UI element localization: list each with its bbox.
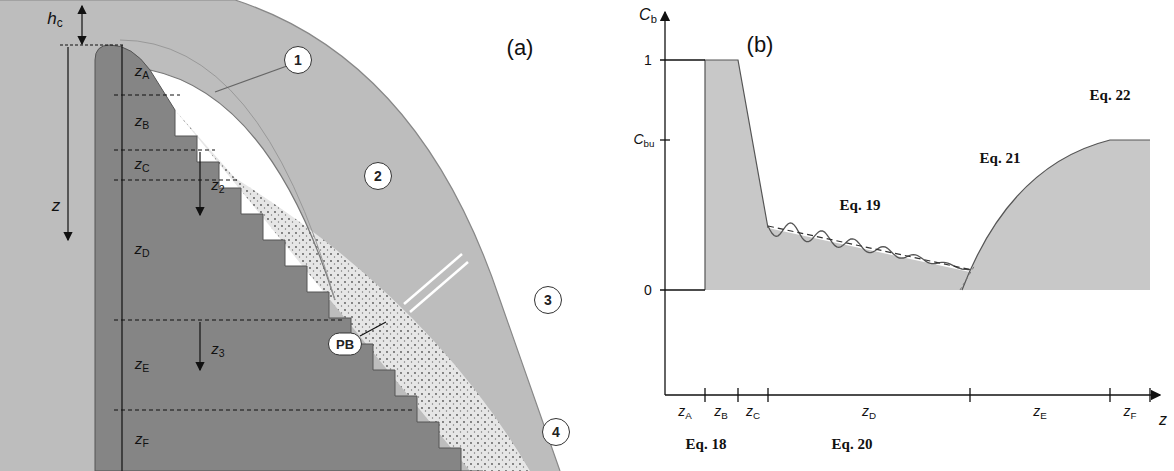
axis-label: z — [52, 197, 61, 214]
dimension-label: Cb — [639, 7, 657, 26]
extension-line — [960, 265, 975, 290]
dimension-label: zD — [134, 241, 149, 259]
dimension-label: zF — [1124, 404, 1137, 421]
axis-label: 0 — [644, 283, 652, 297]
dimension-label: zF — [135, 431, 149, 449]
dimension-label: zE — [135, 356, 150, 374]
dimension-arrow — [199, 152, 200, 215]
stepped-spillway — [95, 45, 483, 471]
callout-bubble: PB — [328, 333, 362, 356]
axis-tick — [737, 388, 738, 402]
dimension-label: z2 — [211, 177, 224, 195]
equation-label: Eq. 22 — [1090, 88, 1131, 103]
axis-tick — [1149, 388, 1150, 402]
leader-line — [360, 322, 386, 336]
equation-label: Eq. 18 — [686, 437, 727, 452]
dimension-tick — [114, 319, 345, 320]
axis-label: z — [1159, 412, 1167, 428]
axis-label: (b) — [747, 34, 774, 56]
concentration-area — [962, 140, 1150, 290]
section-line — [404, 254, 462, 304]
dimension-label: zC — [746, 404, 760, 421]
axis-tick — [660, 139, 670, 140]
axis-label: (a) — [507, 37, 534, 59]
y-axis — [664, 12, 665, 395]
callout-number: PB — [336, 337, 354, 352]
axis-tick — [660, 59, 705, 60]
dimension-label: zB — [135, 113, 150, 131]
callout-number: 1 — [294, 52, 302, 68]
dimension-label: zA — [678, 404, 692, 421]
callout-circle: 1 — [284, 46, 312, 74]
callout-circle: 3 — [534, 286, 562, 314]
curve — [705, 60, 768, 290]
dimension-tick — [114, 179, 240, 180]
dimension-line — [121, 45, 122, 471]
callout-circle: 4 — [542, 418, 570, 446]
dimension-label: zE — [1033, 404, 1047, 421]
callout-number: 3 — [544, 292, 552, 308]
dimension-label: zC — [134, 156, 149, 174]
dimension-arrow — [67, 47, 68, 240]
reference-line — [60, 44, 125, 45]
dimension-arrow — [199, 322, 200, 370]
dimension-label: zA — [135, 63, 150, 81]
dimension-arrow — [81, 6, 82, 44]
curve — [962, 140, 1150, 290]
dimension-tick — [114, 409, 415, 410]
x-axis — [665, 394, 1160, 395]
equation-label: Eq. 19 — [840, 198, 881, 213]
dimension-tick — [114, 94, 180, 95]
axis-tick — [969, 388, 970, 402]
axis-label: 1 — [644, 53, 652, 67]
dimension-label: hc — [47, 10, 62, 30]
section-line — [410, 262, 468, 312]
callout-number: 4 — [552, 424, 560, 440]
equation-label: Eq. 20 — [832, 437, 873, 452]
trend-line — [768, 226, 972, 270]
axis-tick — [767, 388, 768, 402]
axis-tick — [660, 289, 705, 290]
concentration-area — [705, 60, 970, 290]
callout-number: 2 — [374, 168, 382, 184]
equation-label: Eq. 21 — [980, 151, 1021, 166]
dimension-label: Cbu — [633, 132, 654, 149]
dimension-label: zB — [714, 404, 728, 421]
dimension-label: z3 — [211, 341, 224, 359]
dimension-label: zD — [862, 404, 876, 421]
axis-tick — [1109, 388, 1110, 402]
dimension-tick — [114, 149, 215, 150]
callout-circle: 2 — [364, 162, 392, 190]
axis-tick — [704, 388, 705, 402]
